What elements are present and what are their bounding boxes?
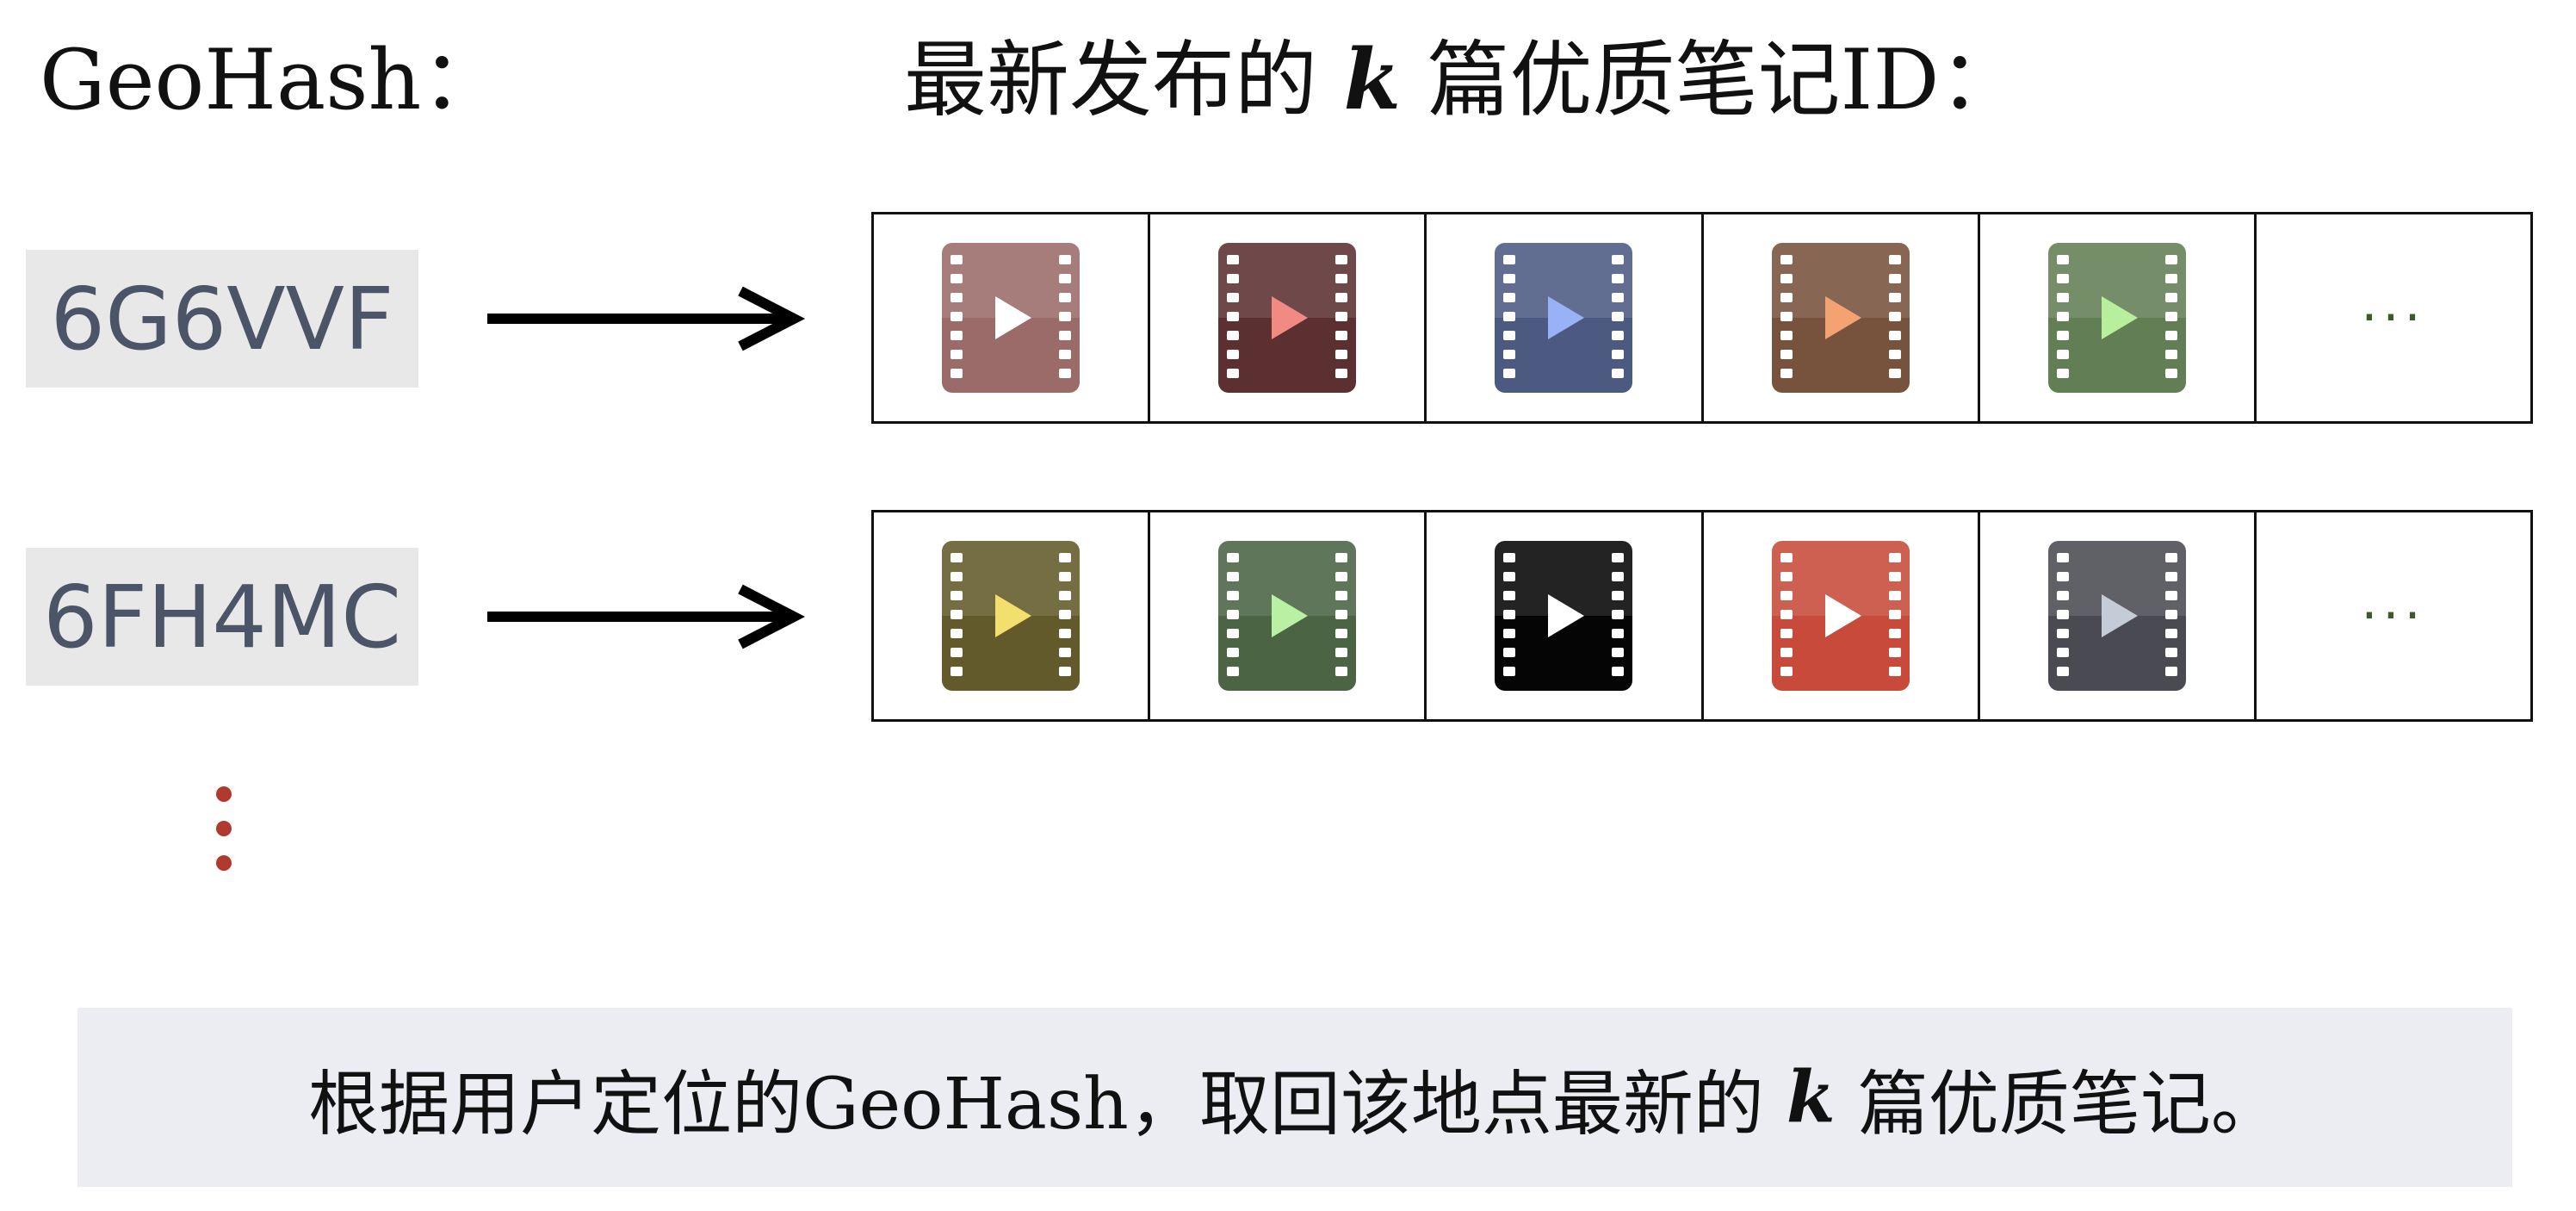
more-dots: ··· (2361, 586, 2426, 646)
caption-k: k (1786, 1056, 1836, 1139)
more-dots: ··· (2361, 288, 2426, 348)
vertical-ellipsis-icon (216, 786, 232, 871)
film-play-icon (1495, 541, 1633, 691)
notes-title: 最新发布的 k 篇优质笔记ID： (904, 24, 2022, 136)
arrow-icon (487, 584, 806, 649)
note-cell (1704, 512, 1980, 719)
film-play-icon (1218, 243, 1357, 393)
caption-box: 根据用户定位的GeoHash，取回该地点最新的 k 篇优质笔记。 (77, 1008, 2512, 1187)
notes-strip-2: ··· (871, 510, 2533, 722)
note-cell (1980, 214, 2257, 421)
more-cell: ··· (2257, 512, 2530, 719)
arrow-icon (487, 286, 806, 351)
note-cell (874, 512, 1151, 719)
geohash-code-1: 6G6VVF (26, 250, 418, 388)
note-cell (1427, 214, 1704, 421)
notes-title-suffix: 篇优质笔记ID： (1427, 32, 2022, 128)
geohash-title: GeoHash： (40, 32, 505, 128)
film-play-icon (942, 243, 1081, 393)
caption-suffix: 篇优质笔记。 (1857, 1063, 2282, 1146)
notes-title-prefix: 最新发布的 (904, 32, 1317, 128)
film-play-icon (2047, 243, 2186, 393)
film-play-icon (1771, 243, 1910, 393)
notes-title-k: k (1343, 31, 1402, 128)
film-play-icon (942, 541, 1081, 691)
note-cell (1980, 512, 2257, 719)
film-play-icon (1495, 243, 1633, 393)
note-cell (1150, 214, 1427, 421)
note-cell (874, 214, 1151, 421)
notes-strip-1: ··· (871, 212, 2533, 424)
geohash-code-2: 6FH4MC (26, 548, 418, 686)
film-play-icon (2047, 541, 2186, 691)
caption-prefix: 根据用户定位的GeoHash，取回该地点最新的 (308, 1063, 1764, 1146)
note-cell (1704, 214, 1980, 421)
note-cell (1427, 512, 1704, 719)
note-cell (1150, 512, 1427, 719)
film-play-icon (1771, 541, 1910, 691)
film-play-icon (1218, 541, 1357, 691)
more-cell: ··· (2257, 214, 2530, 421)
